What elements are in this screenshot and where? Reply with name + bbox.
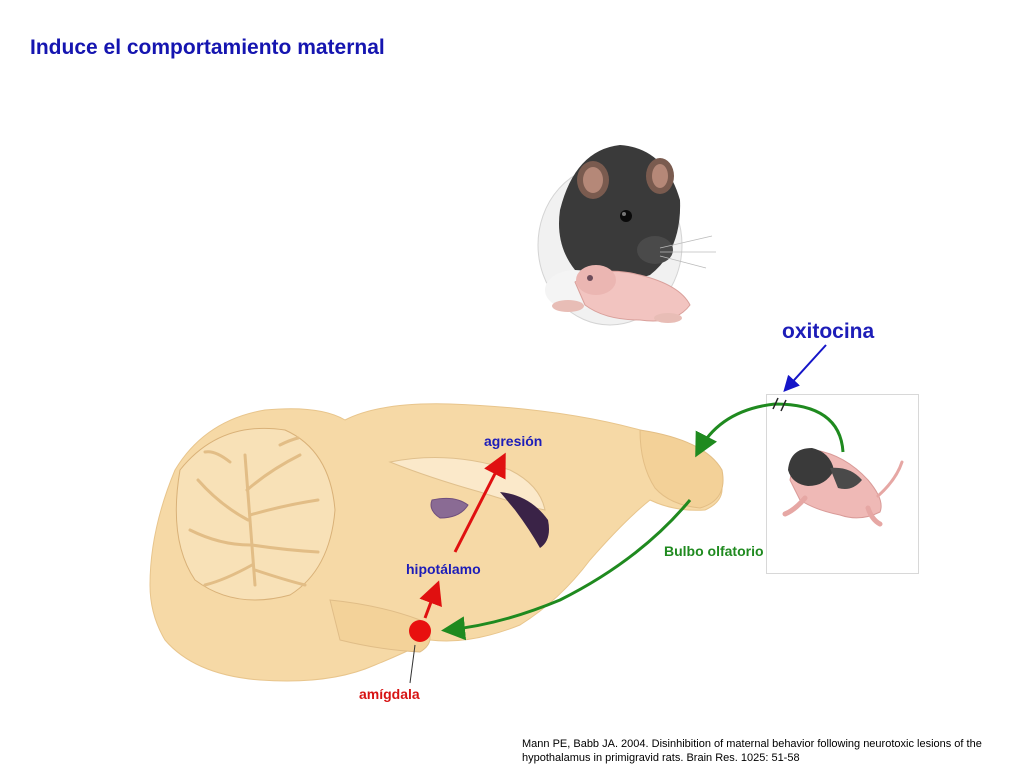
olfactory-input-arrow bbox=[695, 402, 845, 458]
oxytocin-arrow bbox=[783, 344, 827, 392]
olfactory-bulb-label: Bulbo olfatorio bbox=[664, 543, 764, 559]
citation-line-2: hypothalamus in primigravid rats. Brain … bbox=[522, 752, 800, 764]
amygdala-dot bbox=[409, 620, 431, 642]
amygdala-to-hypothalamus-arrow bbox=[419, 580, 442, 619]
slide-title: Induce el comportamiento maternal bbox=[30, 36, 385, 59]
hypothalamus-to-aggression-arrow bbox=[453, 452, 506, 553]
aggression-label: agresión bbox=[484, 433, 543, 449]
hypothalamus-label: hipotálamo bbox=[406, 561, 481, 577]
oxytocin-label: oxitocina bbox=[782, 320, 875, 343]
citation-line-1: Mann PE, Babb JA. 2004. Disinhibition of… bbox=[522, 738, 982, 750]
citation: Mann PE, Babb JA. 2004. Disinhibition of… bbox=[522, 737, 1012, 765]
pathway-break-mark bbox=[772, 397, 787, 412]
amygdala-label: amígdala bbox=[359, 686, 420, 702]
bulb-to-amygdala-arrow bbox=[441, 499, 692, 641]
amygdala-leader-line bbox=[409, 644, 416, 684]
